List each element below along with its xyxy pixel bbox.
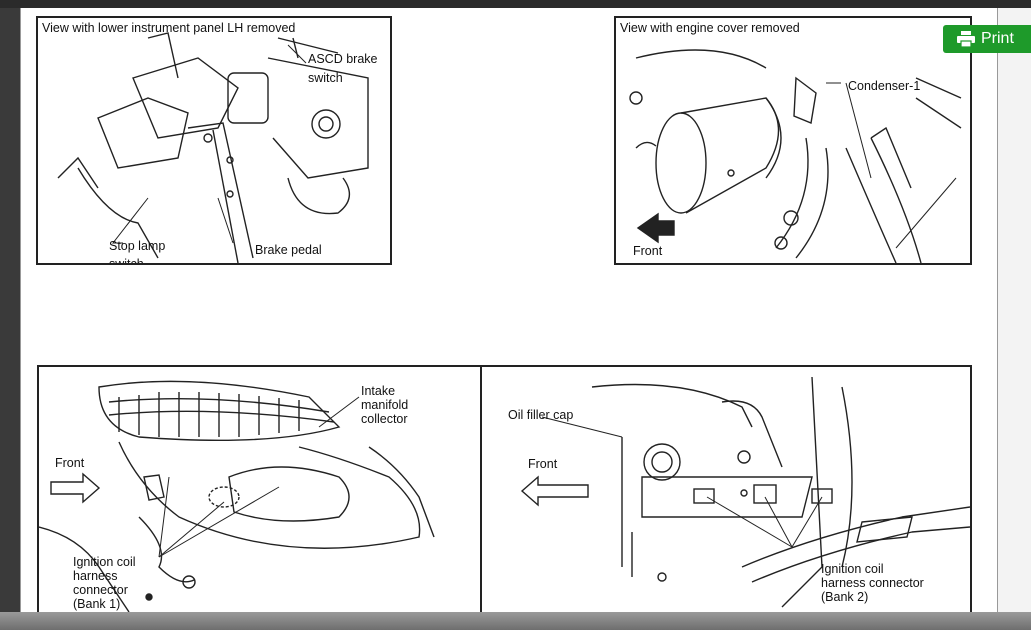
- bank2-illustration: [520, 376, 970, 608]
- oil-filler-label: Oil filler cap: [508, 408, 574, 422]
- brake-diagram-caption: View with lower instrument panel LH remo…: [42, 21, 296, 35]
- engine-diagram-caption: View with engine cover removed: [620, 21, 800, 35]
- bank1-coil-label-2: harness: [73, 569, 118, 583]
- engine-front-label: Front: [633, 244, 663, 258]
- bank2-coil-label-3: (Bank 2): [821, 590, 869, 604]
- condenser-illustration: [629, 49, 962, 263]
- top-bar: [0, 0, 1031, 8]
- bank1-illustration: [39, 380, 435, 612]
- printer-icon: [957, 31, 975, 47]
- bank2-coil-label-2: harness connector: [821, 576, 924, 590]
- bank1-coil-label-3: connector: [73, 583, 128, 597]
- document-page: View with lower instrument panel LH remo…: [20, 8, 998, 614]
- brake-switch-illustration: [57, 32, 369, 263]
- bank1-coil-label-4: (Bank 1): [73, 597, 121, 611]
- bank2-diagram: Oil filler cap Front Ignition coil harne…: [480, 365, 972, 614]
- ascd-brake-label-1: ASCD brake: [308, 52, 378, 66]
- intake-label-1: Intake: [361, 384, 396, 398]
- bank1-coil-label-1: Ignition coil: [73, 555, 136, 569]
- brake-pedal-label: Brake pedal: [255, 243, 322, 257]
- condenser-label: Condenser-1: [848, 79, 921, 93]
- ascd-brake-label-2: switch: [308, 71, 343, 85]
- intake-label-3: collector: [361, 412, 408, 426]
- bank2-front-label: Front: [528, 457, 558, 471]
- right-margin: [996, 8, 1031, 612]
- print-button[interactable]: Print: [943, 25, 1031, 53]
- condenser-diagram: View with engine cover removed Condenser…: [614, 16, 972, 265]
- print-button-label: Print: [981, 30, 1014, 47]
- stop-lamp-label-1: Stop lamp: [109, 239, 166, 253]
- bottom-bar: [0, 612, 1031, 630]
- brake-switch-diagram: View with lower instrument panel LH remo…: [36, 16, 392, 265]
- bank1-front-label: Front: [55, 456, 85, 470]
- bank2-coil-label-1: Ignition coil: [821, 562, 884, 576]
- bank1-diagram: Intake manifold collector Front Ignition…: [37, 365, 484, 614]
- intake-label-2: manifold: [361, 398, 409, 412]
- stop-lamp-label-2: switch: [109, 257, 144, 265]
